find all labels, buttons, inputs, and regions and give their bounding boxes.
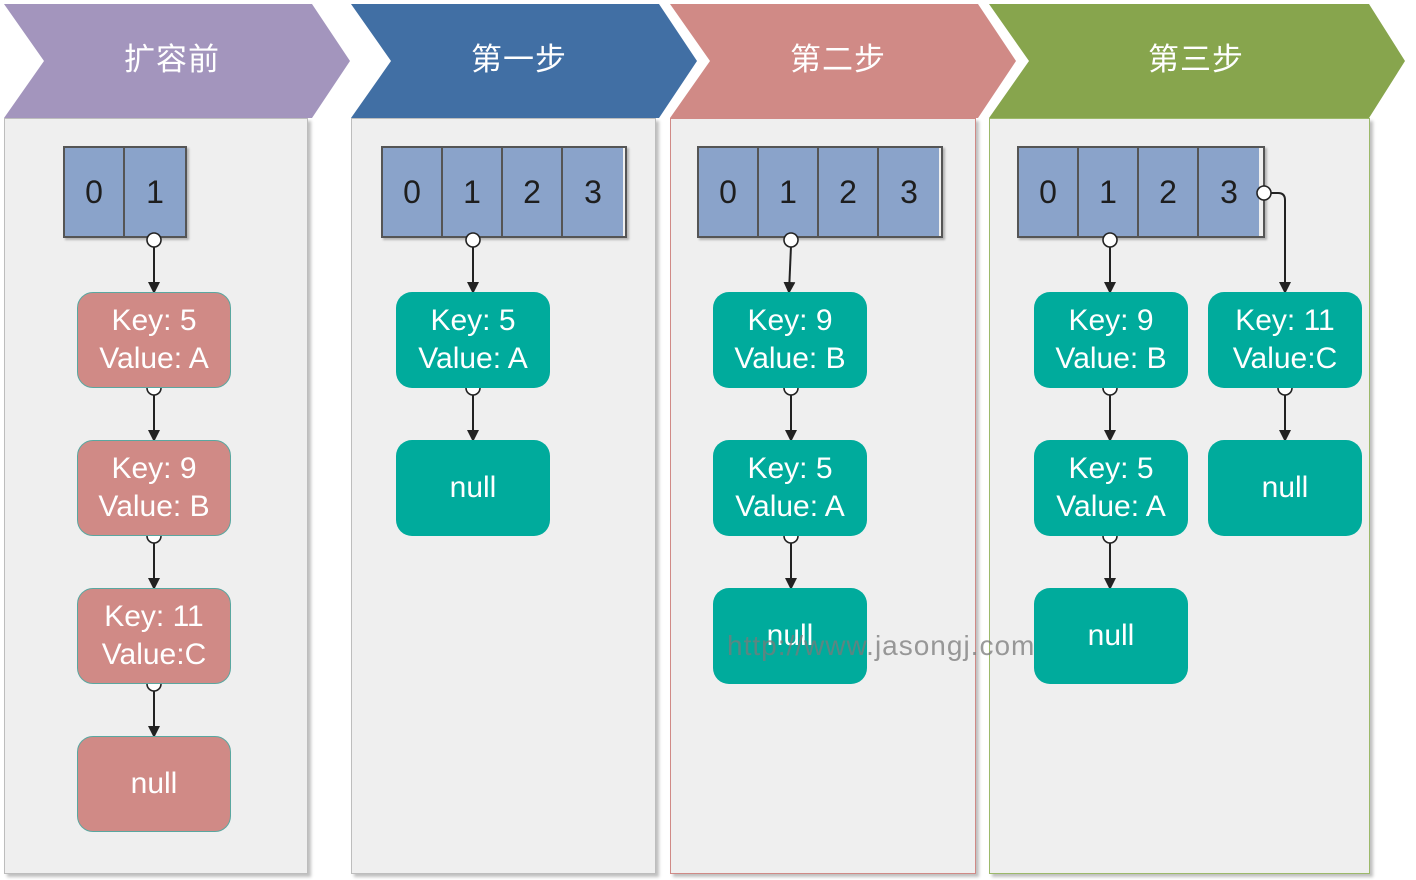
node-key: Key: 9 [747, 304, 833, 337]
list-node: Key: 5 Value: A [77, 292, 231, 388]
list-node: Key: 9 Value: B [713, 292, 867, 388]
node-value: Value: A [735, 490, 845, 523]
null-label: null [1261, 471, 1309, 504]
node-value: Value: B [1055, 342, 1167, 375]
null-node: null [77, 736, 231, 832]
chevron-header-step2 [670, 4, 1016, 118]
chevron-header-before [4, 4, 350, 118]
list-node: Key: 9 Value: B [1034, 292, 1188, 388]
node-key: Key: 11 [104, 600, 204, 633]
node-value: Value: B [98, 490, 210, 523]
bucket-array-step1: 0 1 2 3 [381, 146, 627, 238]
stage-title-step1: 第一步 [471, 42, 567, 78]
node-value: Value: B [734, 342, 846, 375]
bucket-array-step3: 0 1 2 3 [1017, 146, 1265, 238]
list-node: Key: 11 Value:C [77, 588, 231, 684]
bucket-cell: 2 [503, 148, 563, 236]
list-node: Key: 5 Value: A [396, 292, 550, 388]
bucket-cell: 2 [819, 148, 879, 236]
null-node: null [1034, 588, 1188, 684]
list-node: Key: 9 Value: B [77, 440, 231, 536]
bucket-cell: 3 [563, 148, 623, 236]
node-key: Key: 9 [111, 452, 197, 485]
chevron-header-step3 [989, 4, 1405, 118]
stage-title-before: 扩容前 [124, 42, 220, 78]
stage-title-step2: 第二步 [790, 42, 886, 78]
watermark-text: http://www.jasongj.com [727, 630, 1036, 661]
bucket-cell: 1 [759, 148, 819, 236]
stage-title-step3: 第三步 [1148, 42, 1244, 78]
bucket-array-step2: 0 1 2 3 [697, 146, 943, 238]
chevron-header-step1 [351, 4, 697, 118]
bucket-cell: 0 [699, 148, 759, 236]
null-label: null [1087, 619, 1135, 652]
bucket-cell: 0 [1019, 148, 1079, 236]
node-value: Value: A [1056, 490, 1166, 523]
bucket-cell: 3 [879, 148, 939, 236]
list-node: Key: 5 Value: A [1034, 440, 1188, 536]
node-key: Key: 5 [747, 452, 833, 485]
null-label: null [449, 471, 497, 504]
node-key: Key: 9 [1068, 304, 1154, 337]
null-label: null [130, 767, 178, 800]
null-node: null [713, 588, 867, 684]
null-node: null [1208, 440, 1362, 536]
node-key: Key: 5 [111, 304, 197, 337]
bucket-cell: 0 [383, 148, 443, 236]
node-value: Value: A [418, 342, 528, 375]
node-key: Key: 5 [430, 304, 516, 337]
null-node: null [396, 440, 550, 536]
bucket-cell: 1 [443, 148, 503, 236]
list-node: Key: 11 Value:C [1208, 292, 1362, 388]
bucket-cell: 1 [125, 148, 185, 236]
node-key: Key: 11 [1235, 304, 1335, 337]
node-key: Key: 5 [1068, 452, 1154, 485]
bucket-cell: 3 [1199, 148, 1259, 236]
bucket-cell: 2 [1139, 148, 1199, 236]
bucket-array-before: 0 1 [63, 146, 187, 238]
list-node: Key: 5 Value: A [713, 440, 867, 536]
bucket-cell: 1 [1079, 148, 1139, 236]
node-value: Value: A [99, 342, 209, 375]
bucket-cell: 0 [65, 148, 125, 236]
node-value: Value:C [1232, 342, 1338, 375]
null-label: null [766, 619, 814, 652]
node-value: Value:C [101, 638, 207, 671]
